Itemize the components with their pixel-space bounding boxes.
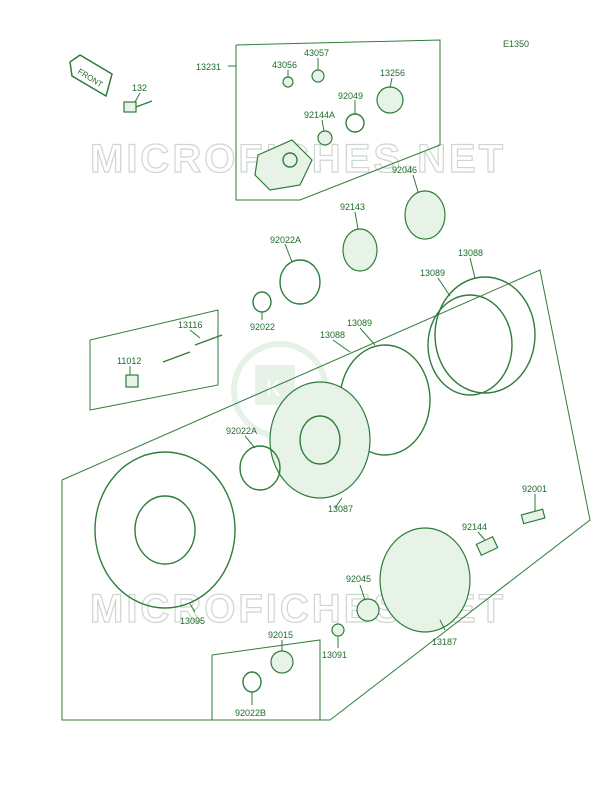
label-92143: 92143 <box>340 202 365 212</box>
front-arrow-icon: FRONT <box>69 54 113 98</box>
label-13087: 13087 <box>328 504 353 514</box>
washer-92022-shape <box>252 291 272 313</box>
label-13116: 13116 <box>178 320 202 330</box>
collar-11012-shape <box>125 374 139 388</box>
label-92045: 92045 <box>346 574 371 584</box>
washer-92022A-b-shape <box>239 445 281 491</box>
label-92001: 92001 <box>522 484 547 494</box>
label-92049: 92049 <box>338 91 363 101</box>
part-labels: 13231 43057 43056 13256 132 92049 92144A… <box>117 48 547 718</box>
steel-plate-13089-shape <box>427 294 513 396</box>
label-13231: 13231 <box>196 62 221 72</box>
label-92022: 92022 <box>250 322 275 332</box>
nut-92015-shape <box>270 650 294 674</box>
part-43056-shape <box>282 76 294 88</box>
label-92022A: 92022A <box>270 235 301 245</box>
label-13256: 13256 <box>380 68 405 78</box>
label-92022B: 92022B <box>235 708 266 718</box>
pin-13116b-shape <box>194 334 223 346</box>
group-box-top <box>235 39 441 201</box>
clutch-hub-13087-shape <box>269 381 371 499</box>
label-92046: 92046 <box>392 165 417 175</box>
washer-92022A-shape <box>279 259 321 305</box>
bearing-13256-shape <box>376 86 404 114</box>
part-43057-shape <box>311 69 325 83</box>
label-132: 132 <box>132 83 147 93</box>
group-box-clutch <box>61 269 591 721</box>
bolt-92001-shape <box>520 508 546 525</box>
bearing-92045-shape <box>356 598 380 622</box>
label-11012: 11012 <box>117 356 141 366</box>
label-43057: 43057 <box>304 48 329 58</box>
clutch-housing-13095-shape <box>94 451 236 609</box>
logo-letter: K <box>266 376 281 401</box>
friction-plate-13088-shape <box>434 276 536 394</box>
bolt-132 <box>123 100 153 113</box>
release-lever-housing <box>254 139 313 191</box>
label-13089-top: 13089 <box>420 268 445 278</box>
label-13095: 13095 <box>180 616 205 626</box>
label-13187: 13187 <box>432 637 457 647</box>
label-13088-top: 13088 <box>458 248 483 258</box>
leader-lines <box>129 58 536 705</box>
group-box-pins <box>89 309 219 411</box>
group-box-nut <box>211 639 321 721</box>
clutch-housing-center <box>134 495 196 565</box>
label-92015: 92015 <box>268 630 293 640</box>
label-43056: 43056 <box>272 60 297 70</box>
pusher-13091-shape <box>331 623 345 637</box>
label-92144: 92144 <box>462 522 487 532</box>
label-13088-mid: 13088 <box>320 330 345 340</box>
label-13089-mid: 13089 <box>347 318 372 328</box>
spring-92144-shape <box>475 535 499 557</box>
spacer-92143-shape <box>342 228 378 272</box>
seal-92049-shape <box>345 113 365 133</box>
part-92144A-shape <box>317 130 333 146</box>
label-13091: 13091 <box>322 650 347 660</box>
clutch-hub-center <box>299 415 341 465</box>
pin-13116a-shape <box>162 351 191 363</box>
washer-92022B-shape <box>242 671 262 693</box>
pressure-plate-13187-shape <box>379 527 471 633</box>
needle-bearing-92046-shape <box>404 190 446 240</box>
diagram-code: E1350 <box>503 39 529 49</box>
label-92022A-b: 92022A <box>226 426 257 436</box>
label-92144A: 92144A <box>304 110 335 120</box>
